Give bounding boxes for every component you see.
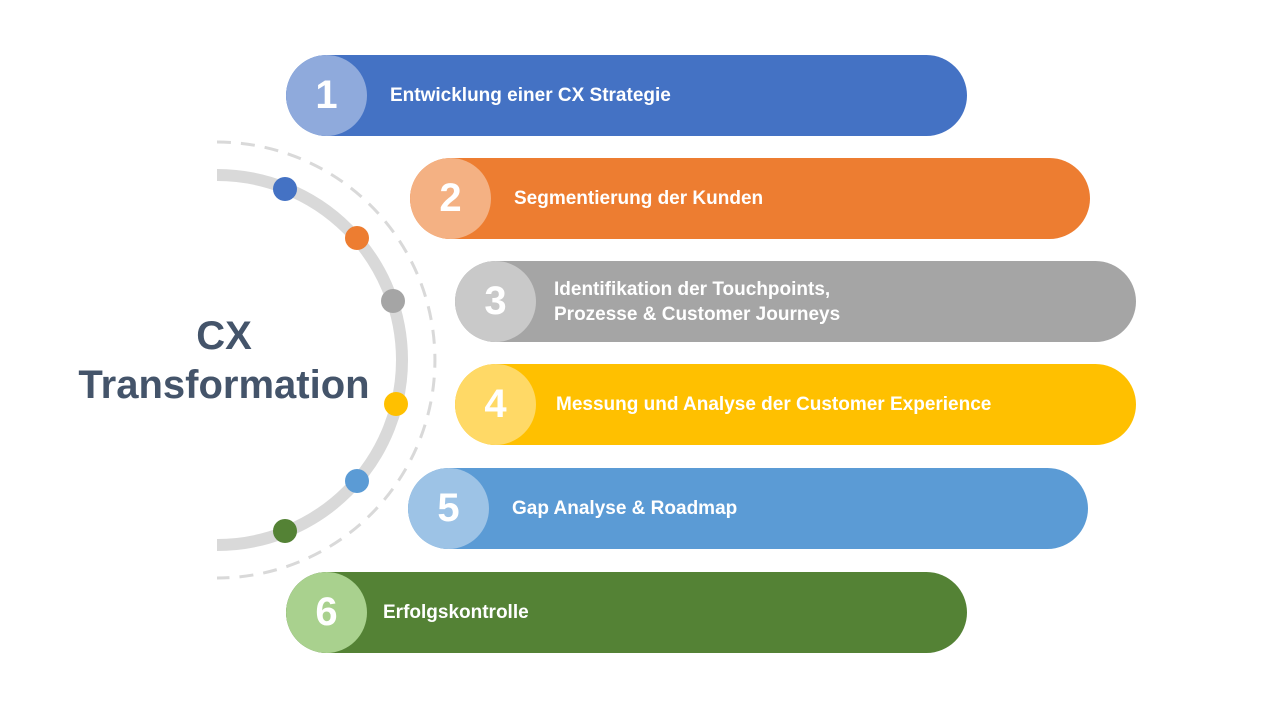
step-number-badge: 6: [286, 572, 367, 653]
solid-inner-arc: [216, 169, 408, 551]
step-label-line: Prozesse & Customer Journeys: [554, 303, 841, 325]
step-number-badge: 1: [286, 55, 367, 136]
step-label: Erfolgskontrolle: [383, 572, 529, 653]
step-label-line: Gap Analyse & Roadmap: [512, 498, 738, 519]
step-dot-3: [381, 289, 405, 313]
step-dot-2: [345, 226, 369, 250]
step-dot-6: [273, 519, 297, 543]
step-label: Entwicklung einer CX Strategie: [390, 55, 671, 136]
step-dot-1: [273, 177, 297, 201]
step-bar-2: 2 Segmentierung der Kunden: [410, 158, 1090, 239]
step-number-badge: 4: [455, 364, 536, 445]
diagram-title: CX Transformation: [70, 312, 378, 410]
step-label-line: Identifikation der Touchpoints,: [554, 278, 831, 300]
dashed-outer-arc: [216, 140, 437, 580]
step-bar-6: 6 Erfolgskontrolle: [286, 572, 967, 653]
step-label: Identifikation der Touchpoints, Prozesse …: [554, 261, 840, 342]
step-label-line: Messung und Analyse der Customer Experie…: [556, 394, 992, 415]
step-label-line: Segmentierung der Kunden: [514, 188, 764, 209]
title-line-2: Transformation: [78, 363, 370, 407]
step-bar-5: 5 Gap Analyse & Roadmap: [408, 468, 1088, 549]
step-label: Gap Analyse & Roadmap: [512, 468, 737, 549]
step-label-line: Erfolgskontrolle: [383, 602, 529, 623]
step-number-badge: 5: [408, 468, 489, 549]
step-dot-5: [345, 469, 369, 493]
title-line-1: CX: [196, 314, 252, 358]
step-dot-4: [384, 392, 408, 416]
step-label: Messung und Analyse der Customer Experie…: [556, 364, 991, 445]
step-bar-4: 4 Messung und Analyse der Customer Experi…: [455, 364, 1136, 445]
step-label: Segmentierung der Kunden: [514, 158, 763, 239]
step-bar-3: 3 Identifikation der Touchpoints, Prozesse…: [455, 261, 1136, 342]
step-number-badge: 2: [410, 158, 491, 239]
step-label-line: Entwicklung einer CX Strategie: [390, 85, 671, 106]
step-bar-1: 1 Entwicklung einer CX Strategie: [286, 55, 967, 136]
step-number-badge: 3: [455, 261, 536, 342]
